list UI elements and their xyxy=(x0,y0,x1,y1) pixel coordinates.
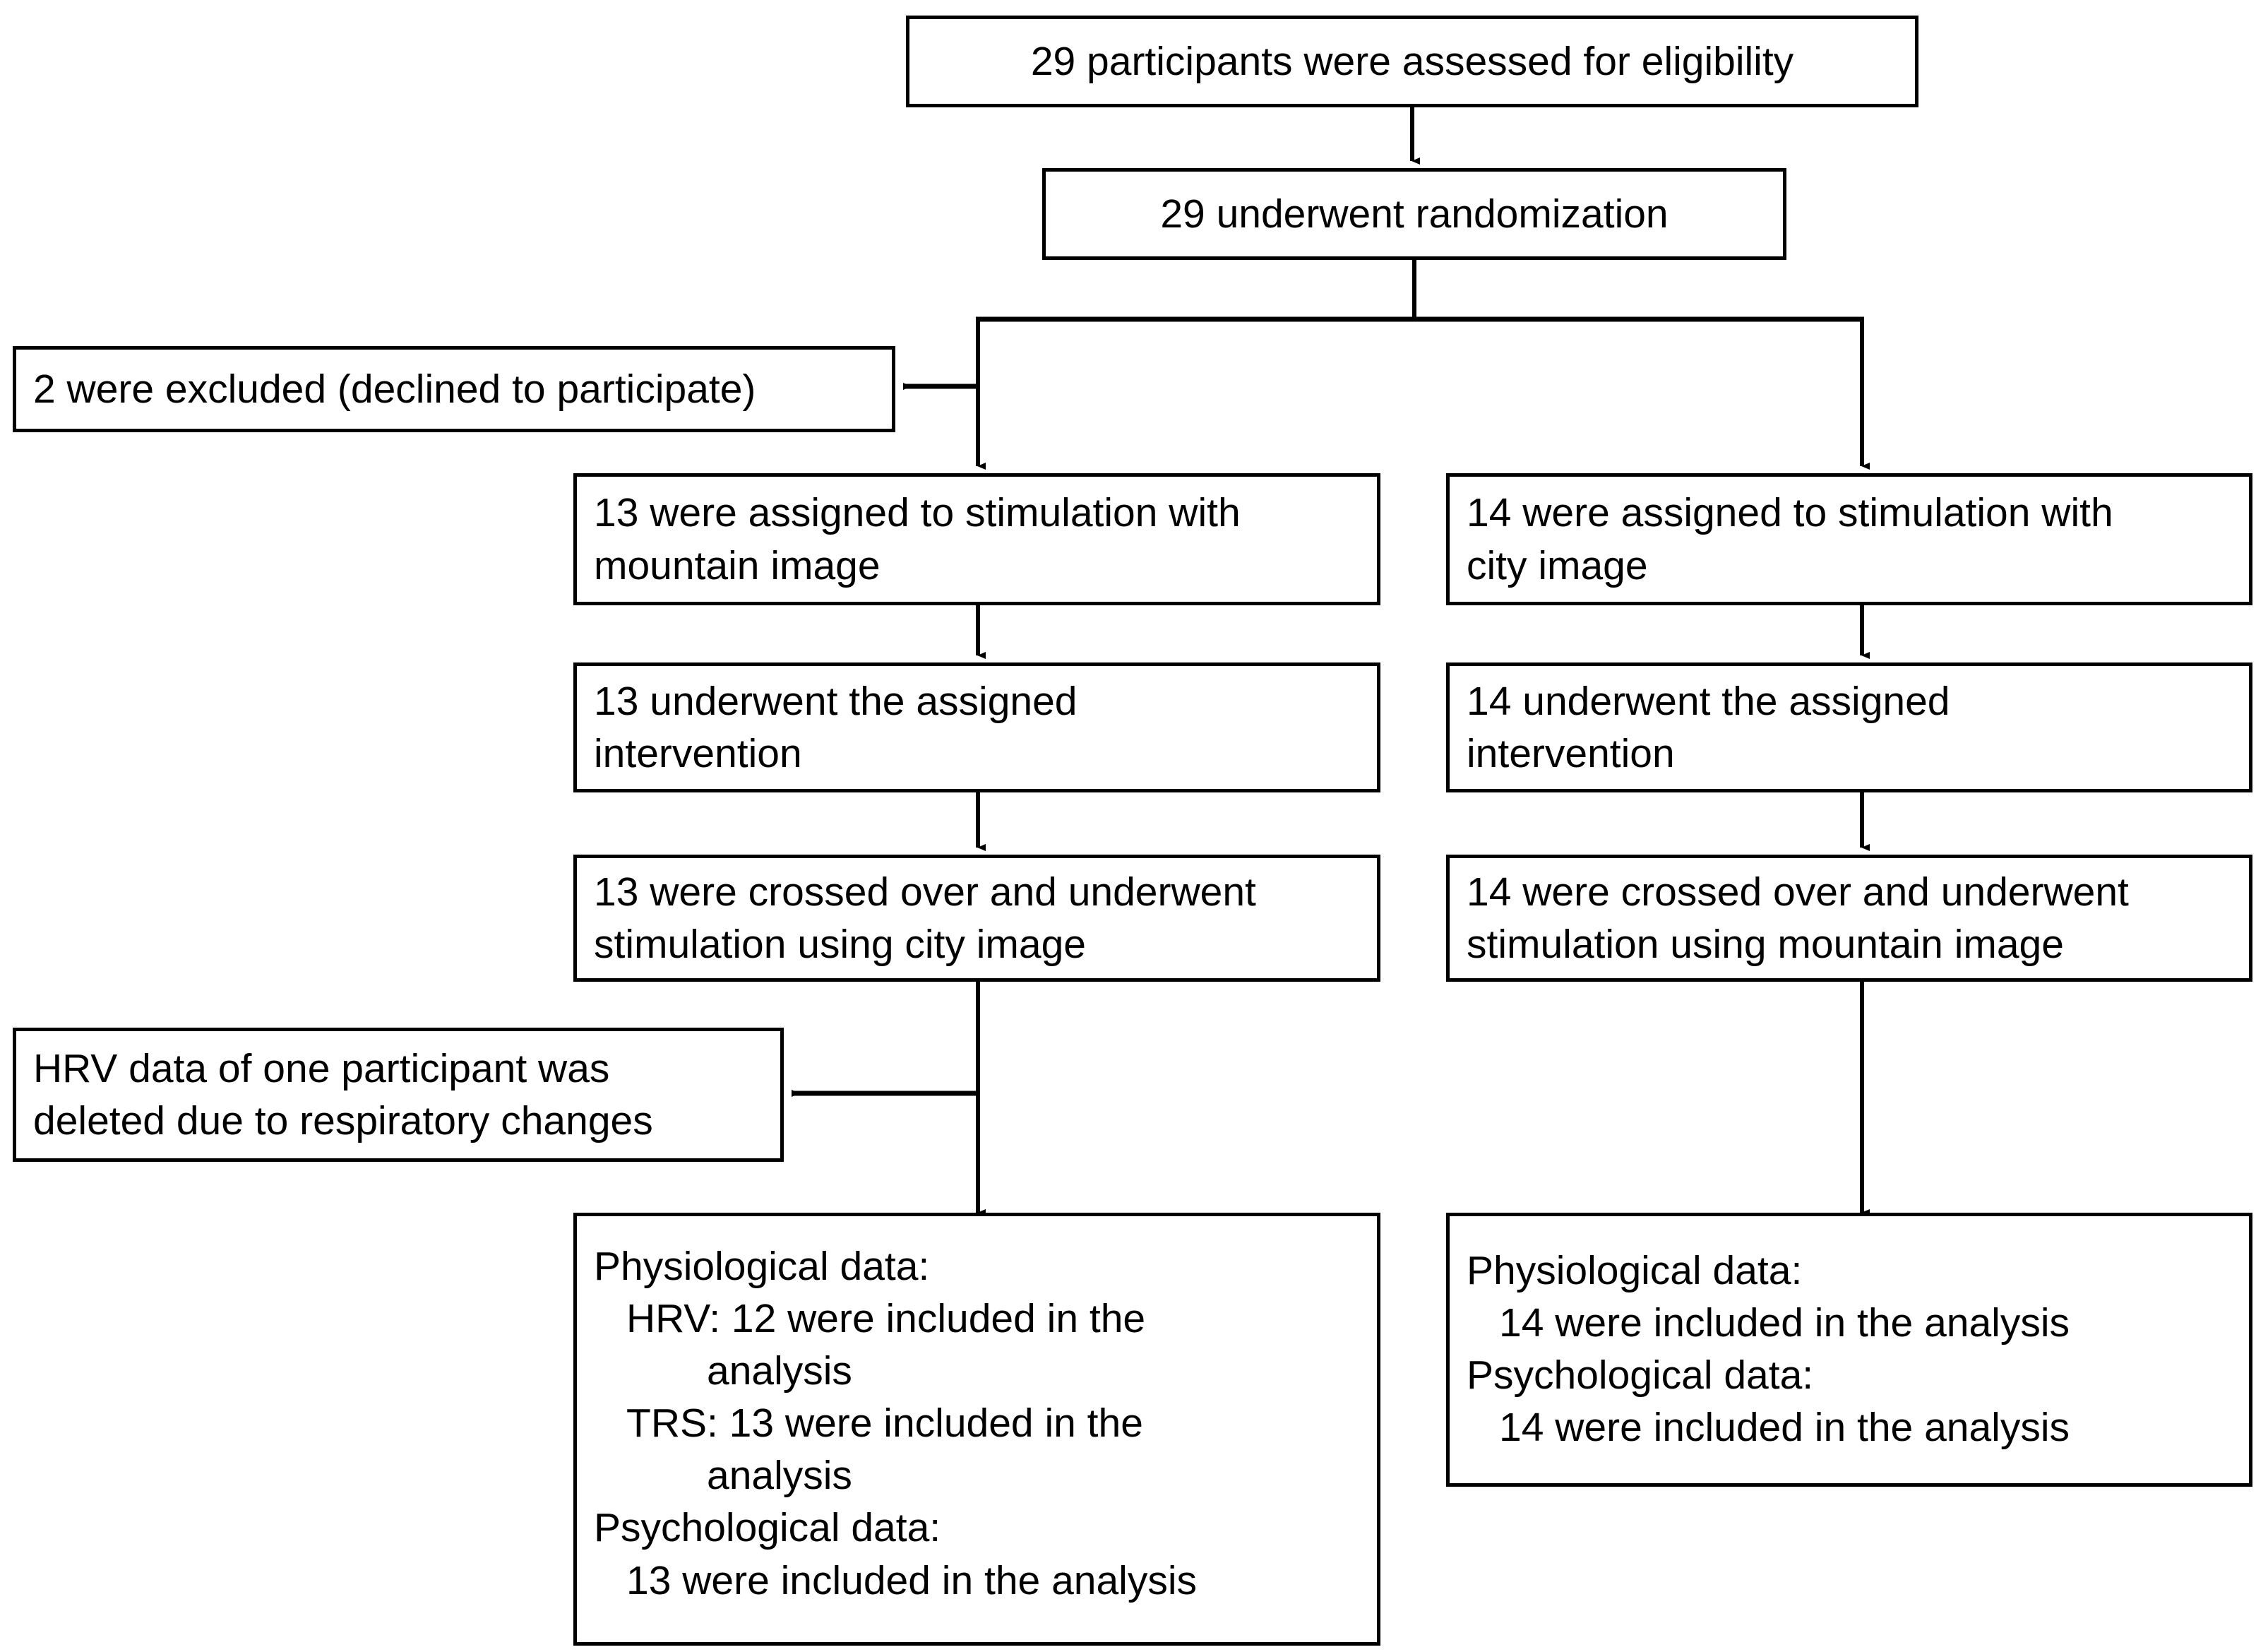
node-left-analysis-trs-line: TRS: 13 were included in the xyxy=(626,1401,1143,1446)
node-right-analysis-physiological-label: Physiological data: xyxy=(1467,1248,1803,1293)
node-right-assigned-line2: city image xyxy=(1467,542,1648,588)
node-left-assigned-line1: 13 were assigned to stimulation with xyxy=(594,490,1241,536)
node-left-analysis-physiological-label: Physiological data: xyxy=(594,1244,930,1289)
node-left-analysis-trs-continuation: analysis xyxy=(707,1453,852,1499)
node-left-analysis-psychological-label: Psychological data: xyxy=(594,1505,941,1551)
node-eligibility-text: 29 participants were assessed for eligib… xyxy=(1030,38,1794,84)
node-left-crossover-line1: 13 were crossed over and underwent xyxy=(594,869,1256,915)
node-hrv-note-line2: deleted due to respiratory changes xyxy=(33,1098,653,1143)
node-left-crossover-line2: stimulation using city image xyxy=(594,922,1086,967)
node-randomization: 29 underwent randomization xyxy=(1042,168,1786,260)
node-left-analysis-psychological-line: 13 were included in the analysis xyxy=(626,1557,1197,1603)
node-left-assigned: 13 were assigned to stimulation with mou… xyxy=(573,473,1380,605)
node-right-intervention: 14 underwent the assigned intervention xyxy=(1446,662,2252,792)
node-right-assigned-line1: 14 were assigned to stimulation with xyxy=(1467,490,2113,536)
node-excluded-text: 2 were excluded (declined to participate… xyxy=(33,366,756,412)
node-right-analysis-psychological-label: Psychological data: xyxy=(1467,1353,1814,1398)
node-eligibility: 29 participants were assessed for eligib… xyxy=(906,16,1918,107)
node-left-analysis-hrv-line: HRV: 12 were included in the xyxy=(626,1296,1146,1342)
node-left-intervention-line1: 13 underwent the assigned xyxy=(594,678,1078,724)
node-excluded: 2 were excluded (declined to participate… xyxy=(13,346,895,432)
node-hrv-note-line1: HRV data of one participant was xyxy=(33,1045,610,1091)
node-right-intervention-line1: 14 underwent the assigned xyxy=(1467,678,1950,724)
node-right-crossover-line1: 14 were crossed over and underwent xyxy=(1467,869,2129,915)
node-left-crossover: 13 were crossed over and underwent stimu… xyxy=(573,855,1380,982)
node-left-intervention-line2: intervention xyxy=(594,731,802,776)
node-left-assigned-line2: mountain image xyxy=(594,542,881,588)
node-left-analysis: Physiological data: HRV: 12 were include… xyxy=(573,1213,1380,1646)
node-right-analysis-physiological-line: 14 were included in the analysis xyxy=(1499,1300,2070,1346)
node-hrv-deleted-note: HRV data of one participant was deleted … xyxy=(13,1028,784,1162)
node-right-intervention-line2: intervention xyxy=(1467,731,1675,776)
node-right-crossover-line2: stimulation using mountain image xyxy=(1467,922,2064,967)
node-randomization-text: 29 underwent randomization xyxy=(1160,191,1669,237)
node-right-assigned: 14 were assigned to stimulation with cit… xyxy=(1446,473,2252,605)
node-right-crossover: 14 were crossed over and underwent stimu… xyxy=(1446,855,2252,982)
node-right-analysis-psychological-line: 14 were included in the analysis xyxy=(1499,1405,2070,1451)
node-left-intervention: 13 underwent the assigned intervention xyxy=(573,662,1380,792)
node-left-analysis-hrv-continuation: analysis xyxy=(707,1348,852,1394)
node-right-analysis: Physiological data: 14 were included in … xyxy=(1446,1213,2252,1487)
